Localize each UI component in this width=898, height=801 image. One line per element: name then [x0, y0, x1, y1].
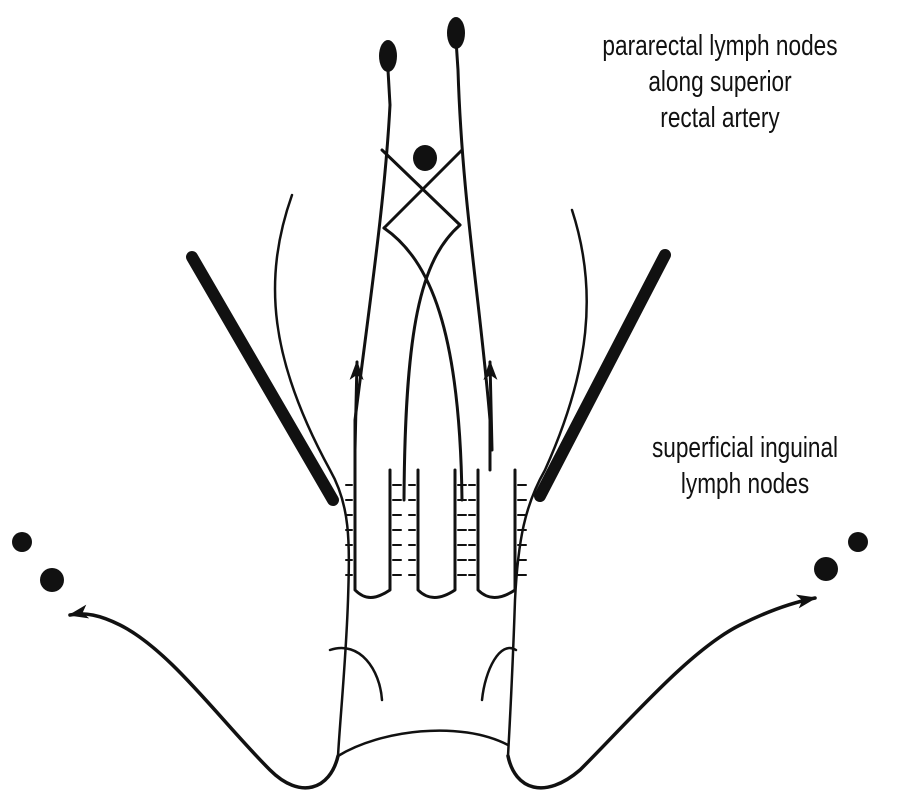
inguinal-node-right-1 [848, 532, 868, 552]
anal-margin [338, 731, 508, 756]
inguinal-label-line-1: superficial inguinal [616, 430, 873, 466]
column-ticks [346, 485, 526, 575]
left-levator-bar [192, 257, 333, 500]
left-inguinal-drainage [70, 614, 338, 788]
right-inguinal-drainage [508, 598, 815, 788]
pararectal-label-line-3: rectal artery [580, 100, 861, 136]
pararectal-node-center [413, 145, 437, 171]
left-ascending-arrow [355, 362, 357, 450]
pararectal-node-right [447, 17, 465, 49]
left-lymph-vessel [355, 70, 390, 470]
anal-lower-lip [330, 648, 382, 700]
vessel-cross-3 [384, 228, 462, 500]
right-ascending-arrow [490, 362, 492, 450]
inguinal-node-right-2 [814, 557, 838, 581]
anal-column-mid [418, 470, 455, 598]
inguinal-label-line-2: lymph nodes [616, 466, 873, 502]
pararectal-label-line-1: pararectal lymph nodes [580, 28, 861, 64]
pararectal-label-line-2: along superior [580, 64, 861, 100]
anal-column-left [355, 470, 390, 598]
anal-column-right [478, 470, 515, 598]
pararectal-node-left [379, 40, 397, 72]
inguinal-node-left-1 [12, 532, 32, 552]
inguinal-nodes-label: superficial inguinal lymph nodes [616, 430, 873, 502]
pararectal-nodes-label: pararectal lymph nodes along superior re… [580, 28, 861, 136]
right-lymph-vessel [456, 40, 490, 470]
inguinal-node-left-2 [40, 568, 64, 592]
